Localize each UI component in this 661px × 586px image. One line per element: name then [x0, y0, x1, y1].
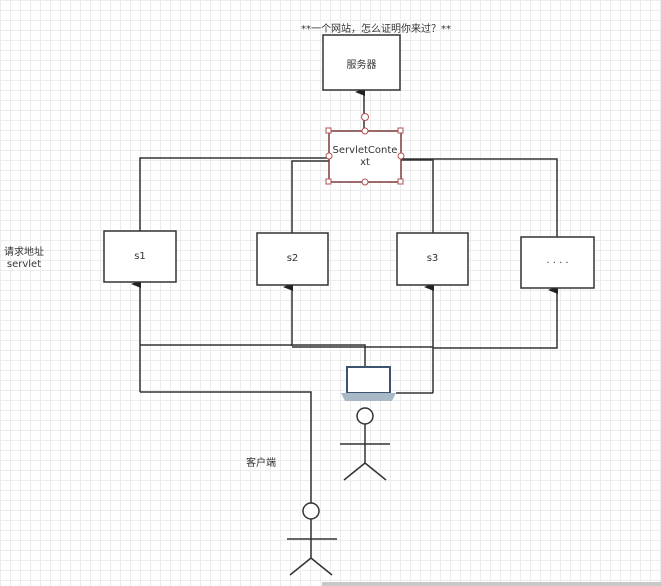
servlet-box-s3[interactable]	[396, 232, 469, 286]
s3-label: s3	[426, 253, 439, 264]
client-label: 客户端	[246, 458, 276, 469]
user-icon	[287, 502, 337, 576]
servlet-box-more[interactable]	[520, 236, 595, 289]
servlet-context-box[interactable]	[325, 113, 405, 186]
more-label: · · · ·	[546, 258, 569, 269]
laptop-icon	[341, 366, 396, 401]
server-label: 服务器	[346, 60, 377, 71]
horizontal-scrollbar[interactable]	[322, 582, 661, 586]
server-box[interactable]	[322, 34, 401, 91]
s1-label: s1	[134, 251, 146, 262]
user-icon	[340, 407, 390, 481]
servlet-box-s1[interactable]	[103, 230, 177, 283]
diagram-title: **一个网站，怎么证明你来过？**	[301, 24, 451, 35]
servlet-box-s2[interactable]	[256, 232, 329, 286]
s2-label: s2	[286, 253, 299, 264]
